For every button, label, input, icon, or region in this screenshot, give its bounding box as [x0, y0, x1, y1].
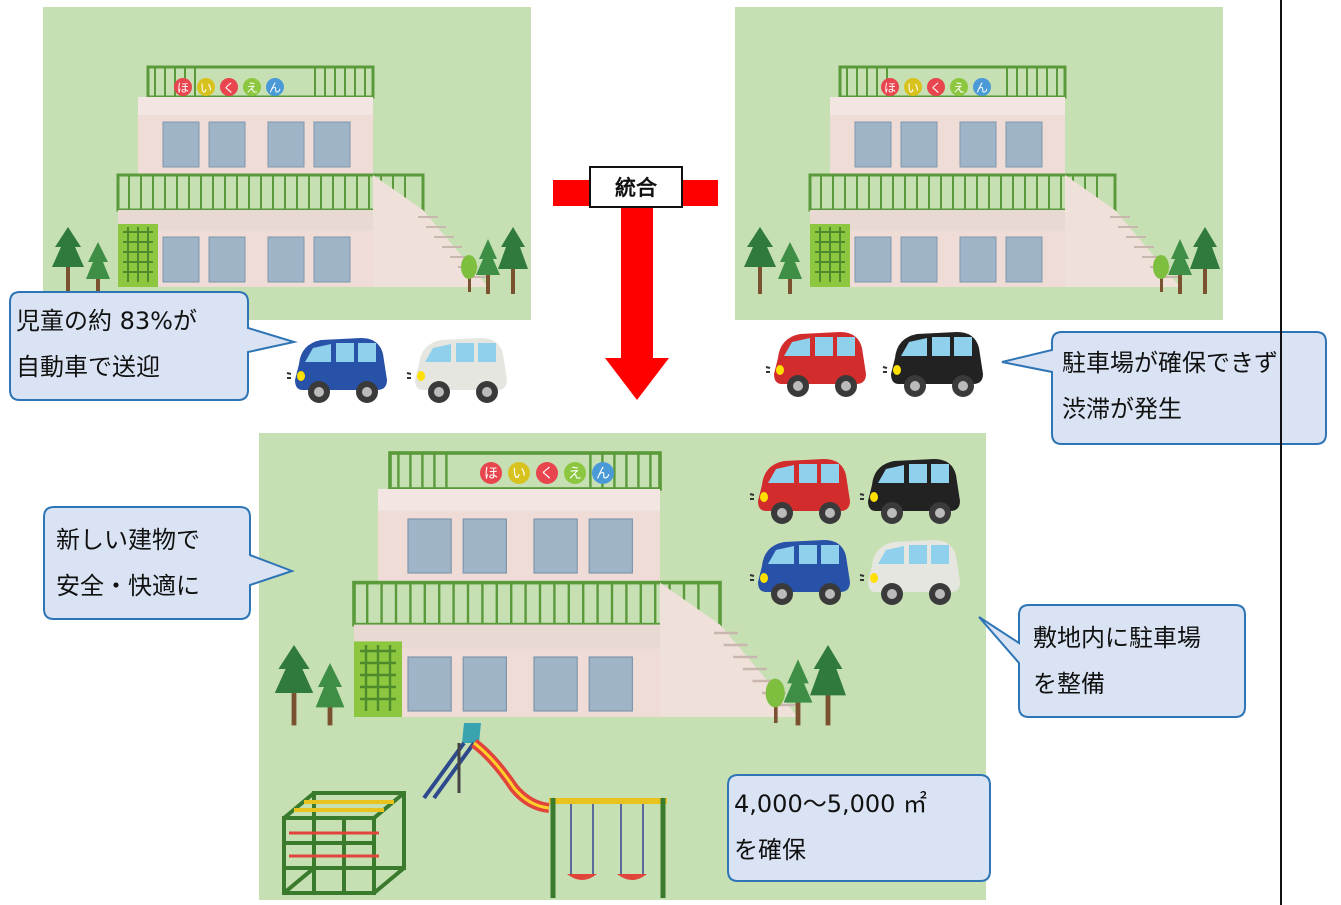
- cars-congested: [765, 331, 984, 398]
- page-divider: [1280, 0, 1282, 905]
- red-car: [765, 331, 867, 398]
- black-car: [882, 331, 984, 398]
- panel-nursery-b: ほ い く え ん: [735, 7, 1223, 320]
- sign-char: え: [953, 81, 965, 95]
- callout-line: 安全・快適に: [56, 572, 200, 600]
- sign-char: ほ: [484, 466, 498, 482]
- callout-line: 4,000～5,000 ㎡: [734, 790, 928, 818]
- sign-char: え: [246, 81, 258, 95]
- playground-slide: [422, 723, 550, 813]
- sign-char: く: [930, 81, 942, 95]
- parked-blue-car: [749, 539, 851, 606]
- parked-red-car: [749, 458, 851, 525]
- callout-congestion: 駐車場が確保できず 渋滞が発生: [998, 330, 1333, 450]
- sign-char: ん: [269, 81, 281, 95]
- sign-char: く: [540, 466, 554, 482]
- callout-line: 自動車で送迎: [16, 353, 160, 381]
- sign-char: い: [512, 466, 526, 482]
- jungle-gym: [282, 791, 406, 895]
- building-sign-merged: ほ い く え ん: [480, 462, 614, 484]
- callout-line: を整備: [1033, 670, 1105, 698]
- callout-bubble: [978, 604, 1246, 718]
- merge-arrow-shaft: [621, 180, 653, 360]
- callout-area: 4,000～5,000 ㎡ を確保: [726, 773, 996, 883]
- white-car: [406, 337, 508, 404]
- building-sign-a: ほ い く え ん: [174, 78, 284, 96]
- callout-bubble: [9, 291, 298, 401]
- callout-children-cars: 児童の約 83%が 自動車で送迎: [8, 290, 308, 406]
- cars-commuting: [286, 337, 508, 404]
- callout-bubble: [727, 774, 991, 882]
- building-sign-b: ほ い く え ん: [881, 78, 991, 96]
- sign-char: ほ: [884, 81, 896, 95]
- callout-line: 新しい建物で: [56, 526, 200, 554]
- sign-char: え: [568, 466, 582, 482]
- callout-line: 児童の約 83%が: [16, 307, 197, 335]
- merged-facility-illustration: ほ い く え ん: [272, 451, 961, 898]
- callout-line: 敷地内に駐車場: [1033, 624, 1201, 652]
- sign-char: ん: [976, 81, 988, 95]
- sign-char: い: [200, 81, 212, 95]
- sign-char: い: [907, 81, 919, 95]
- sign-char: ほ: [177, 81, 189, 95]
- sign-char: ん: [596, 466, 610, 482]
- down-arrow-icon: [605, 358, 669, 400]
- callout-new-building: 新しい建物で 安全・快適に: [42, 505, 302, 625]
- callout-line: 渋滞が発生: [1062, 395, 1182, 423]
- parked-black-car: [859, 458, 961, 525]
- merge-label-text: 統合: [615, 176, 657, 200]
- callout-bubble: [1001, 331, 1327, 445]
- parked-white-car: [859, 539, 961, 606]
- callout-line: 駐車場が確保できず: [1062, 349, 1278, 377]
- building-illustration-a: ほ い く え ん: [50, 65, 530, 296]
- playground-swing: [549, 798, 667, 898]
- building-illustration-b: ほ い く え ん: [742, 65, 1222, 296]
- callout-bubble: [43, 506, 295, 620]
- merge-label: 統合: [589, 166, 683, 208]
- callout-parking: 敷地内に駐車場 を整備: [975, 603, 1250, 723]
- callout-line: を確保: [734, 836, 806, 864]
- sign-char: く: [223, 81, 235, 95]
- panel-nursery-a: ほ い く え ん: [43, 7, 531, 320]
